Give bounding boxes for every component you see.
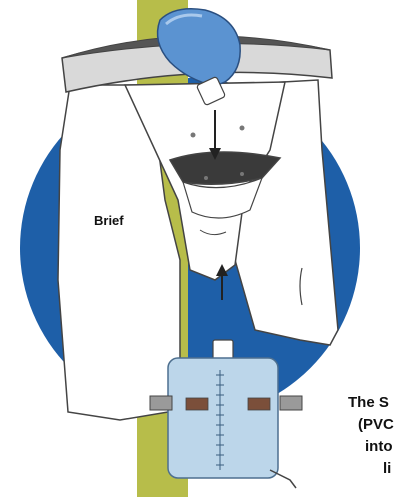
caption-line: li bbox=[383, 460, 391, 477]
caption-line: The S bbox=[348, 394, 389, 411]
snap bbox=[204, 176, 208, 180]
caption-line: (PVC bbox=[358, 416, 394, 433]
caption-line: into bbox=[365, 438, 393, 455]
brief-label: Brief bbox=[94, 213, 124, 228]
snap bbox=[240, 126, 245, 131]
snap bbox=[191, 133, 196, 138]
snap bbox=[240, 172, 244, 176]
